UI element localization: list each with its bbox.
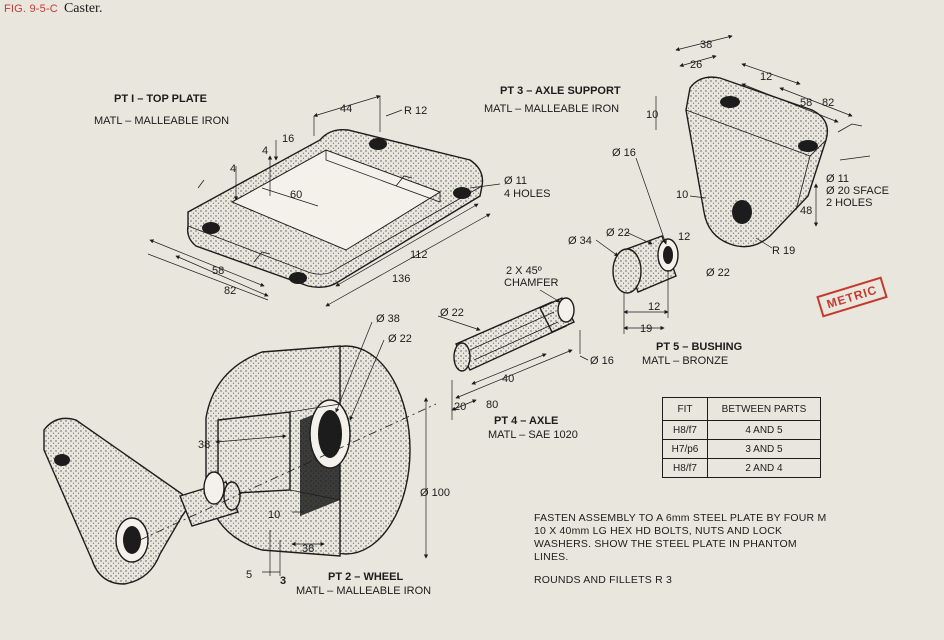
top-plate xyxy=(186,129,484,289)
dim-r19: R 19 xyxy=(772,245,795,257)
dim-26: 26 xyxy=(690,59,702,71)
hub-diameter: Ø 38 xyxy=(376,313,400,325)
dim-40: 40 xyxy=(502,373,514,385)
support-spotface: Ø 20 SFACE xyxy=(826,185,889,197)
figure-title: Caster. xyxy=(63,1,103,16)
support-hole: Ø 11 xyxy=(826,173,849,185)
bushing-flange: Ø 34 xyxy=(568,235,592,247)
dim-12b: 12 xyxy=(678,231,690,243)
dim-16: 16 xyxy=(282,133,294,145)
dim-48: 48 xyxy=(800,205,812,217)
dim-58: 58 xyxy=(800,97,812,109)
bore-diameter: Ø 22 xyxy=(388,333,412,345)
dim-38-rim: 38 xyxy=(302,543,314,555)
parts-cell: 3 AND 5 xyxy=(707,439,821,459)
axle-end-diameter: Ø 16 xyxy=(590,355,614,367)
fit-cell: H8/f7 xyxy=(662,458,708,478)
parts-cell: 2 AND 4 xyxy=(707,458,821,478)
assembly-note: FASTEN ASSEMBLY TO A 6mm STEEL PLATE BY … xyxy=(534,512,827,563)
table-row: H8/f7 2 AND 4 xyxy=(662,458,821,478)
dim-10a: 10 xyxy=(646,109,658,121)
figure-number: FIG. 9-5-C xyxy=(4,3,58,15)
dim-136: 136 xyxy=(392,273,410,285)
wheel-name: PT 2 – WHEEL xyxy=(328,571,403,583)
support-bore: Ø 22 xyxy=(706,267,730,279)
dim-5: 5 xyxy=(246,569,252,581)
axle-material: MATL – SAE 1020 xyxy=(488,429,578,441)
top-plate-dimensions xyxy=(147,95,501,307)
assembly-notes: FASTEN ASSEMBLY TO A 6mm STEEL PLATE BY … xyxy=(534,512,834,597)
rounds-note: ROUNDS AND FILLETS R 3 xyxy=(534,574,673,586)
bushing-bore: Ø 16 xyxy=(612,147,636,159)
dim-12-bushing: 12 xyxy=(648,301,660,313)
dim-3: 3 xyxy=(280,575,286,587)
chamfer-label: CHAMFER xyxy=(504,277,558,289)
wheel xyxy=(205,345,411,557)
table-row: H8/f7 4 AND 5 xyxy=(662,420,821,440)
fit-header: FIT xyxy=(662,397,708,421)
fit-table-header: FIT BETWEEN PARTS xyxy=(662,397,821,421)
wheel-dimensions xyxy=(215,321,429,576)
wheel-diameter: Ø 100 xyxy=(420,487,450,499)
bushing-dimensions xyxy=(595,157,669,334)
axle-support-material: MATL – MALLEABLE IRON xyxy=(484,103,619,115)
dim-19-bushing: 19 xyxy=(640,323,652,335)
fit-cell: H7/p6 xyxy=(662,439,708,459)
dim-38: 38 xyxy=(700,39,712,51)
bushing-name: PT 5 – BUSHING xyxy=(656,341,742,353)
dim-10-web: 10 xyxy=(268,509,280,521)
axle-support-name: PT 3 – AXLE SUPPORT xyxy=(500,85,621,97)
dim-112: 112 xyxy=(410,249,428,261)
dim-10b: 10 xyxy=(676,189,688,201)
dim-82: 82 xyxy=(822,97,834,109)
axle-support-dimensions xyxy=(655,34,871,249)
support-hole-count: 2 HOLES xyxy=(826,197,872,209)
axle-diameter: Ø 22 xyxy=(440,307,464,319)
dim-44: 44 xyxy=(340,103,352,115)
bushing-material: MATL – BRONZE xyxy=(642,355,728,367)
fit-cell: H8/f7 xyxy=(662,420,708,440)
wheel-material: MATL – MALLEABLE IRON xyxy=(296,585,431,597)
top-plate-material: MATL – MALLEABLE IRON xyxy=(94,115,229,127)
fit-table: FIT BETWEEN PARTS H8/f7 4 AND 5 H7/p6 3 … xyxy=(662,397,821,478)
dim-r12: R 12 xyxy=(404,105,427,117)
parts-cell: 4 AND 5 xyxy=(707,420,821,440)
dim-82: 82 xyxy=(224,285,236,297)
dim-80: 80 xyxy=(486,399,498,411)
axle-name: PT 4 – AXLE xyxy=(494,415,558,427)
dim-12: 12 xyxy=(760,71,772,83)
dim-60: 60 xyxy=(290,189,302,201)
bushing-od: Ø 22 xyxy=(606,227,630,239)
dim-58: 58 xyxy=(212,265,224,277)
dim-4b: 4 xyxy=(230,163,236,175)
figure-caption: FIG. 9-5-C Caster. xyxy=(4,0,102,17)
hole-diameter: Ø 11 xyxy=(504,175,527,187)
axle-dimensions xyxy=(437,289,589,420)
chamfer-size: 2 X 45º xyxy=(506,265,542,277)
axle xyxy=(453,297,575,372)
dim-38-hub: 38 xyxy=(198,439,210,451)
exploded-axle-support xyxy=(43,403,437,585)
dim-20: 20 xyxy=(454,401,466,413)
table-row: H7/p6 3 AND 5 xyxy=(662,439,821,459)
between-parts-header: BETWEEN PARTS xyxy=(707,397,821,421)
dim-4a: 4 xyxy=(262,145,268,157)
hole-count: 4 HOLES xyxy=(504,188,550,200)
top-plate-name: PT I – TOP PLATE xyxy=(114,93,207,105)
